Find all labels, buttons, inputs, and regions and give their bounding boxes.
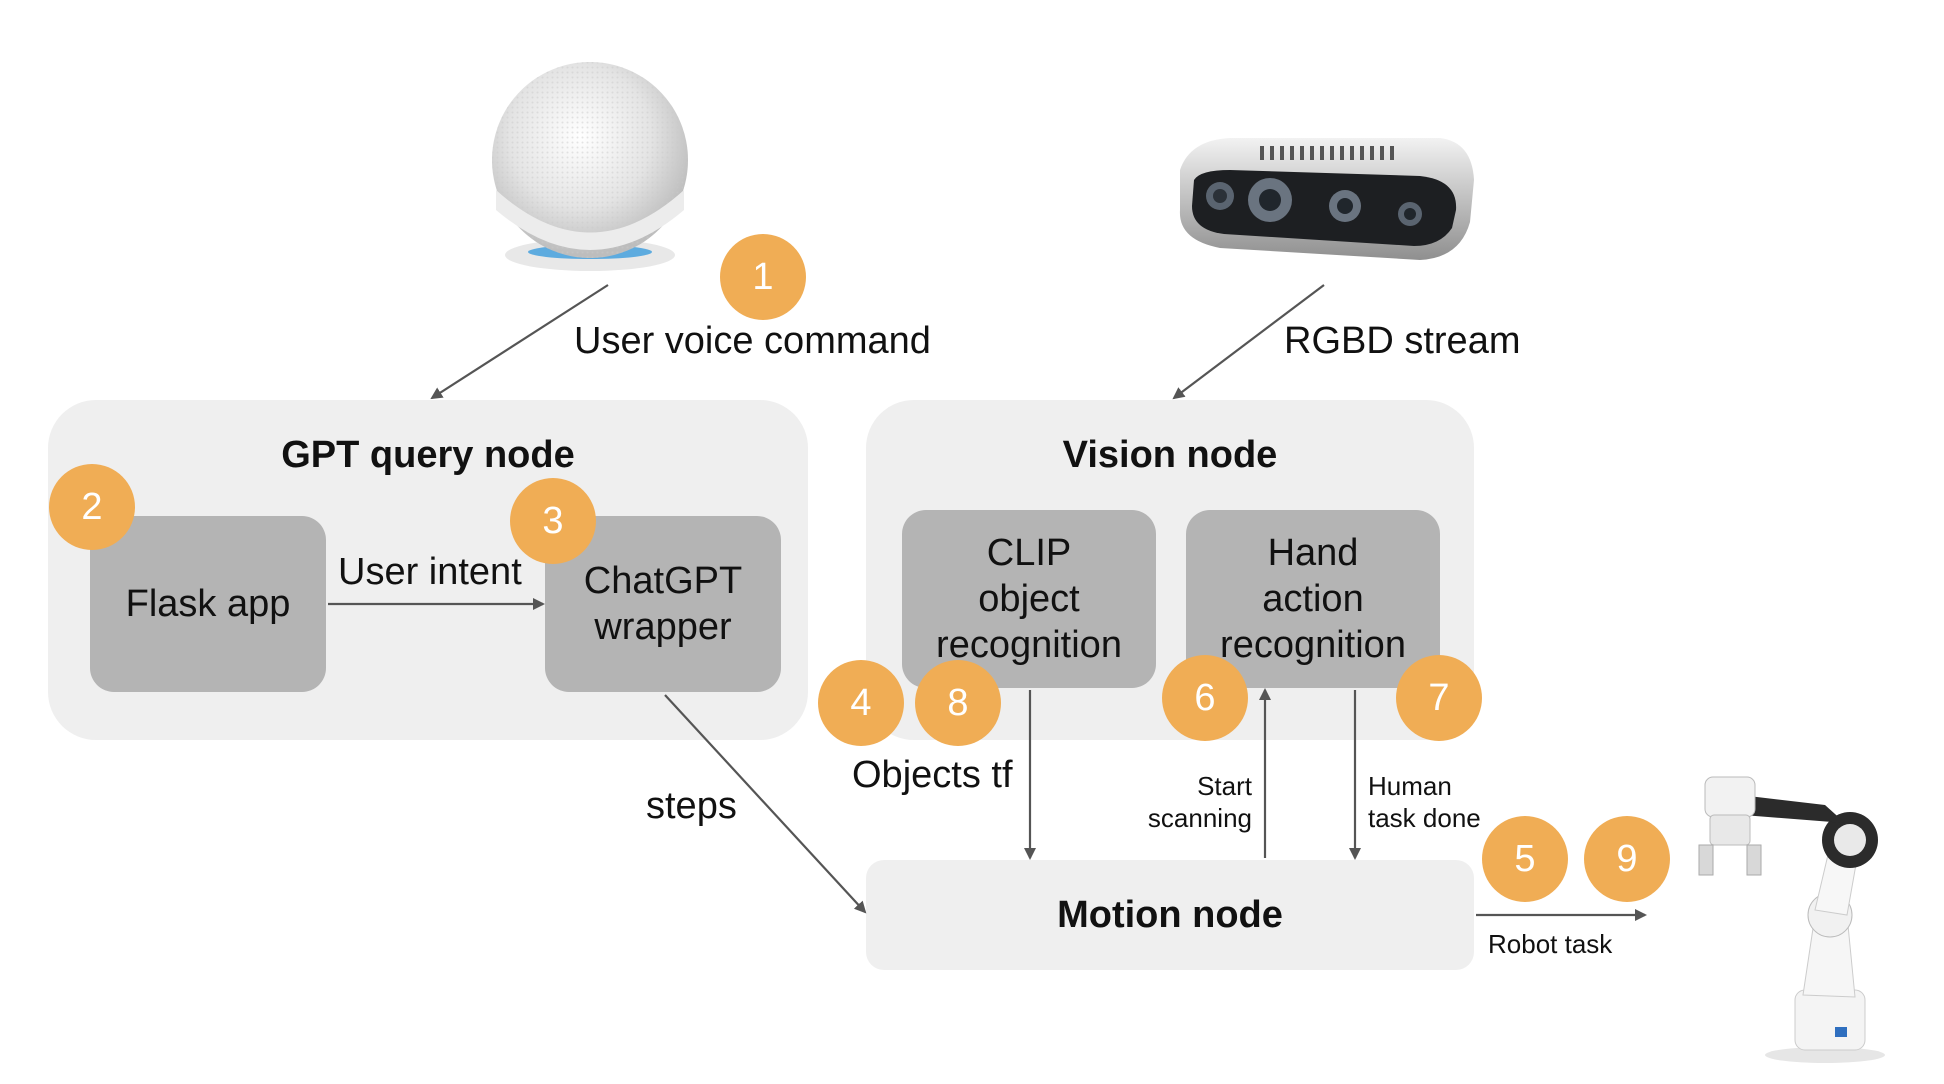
clip-label-line-2: object (978, 578, 1080, 620)
clip-object-recognition-box: CLIP object recognition (902, 510, 1156, 688)
clip-label-line-1: CLIP (986, 532, 1072, 574)
step-badge-7: 7 (1396, 655, 1482, 741)
chatgpt-label-line-1: ChatGPT (583, 560, 743, 602)
chatgpt-label-line-2: wrapper (594, 606, 732, 648)
start-scanning-label: Start scanning (1136, 770, 1252, 834)
objects-tf-label: Objects tf (852, 754, 1013, 796)
hand-label-line-3: recognition (1220, 624, 1406, 666)
smart-speaker-icon (492, 62, 688, 271)
start-scanning-line-2: scanning (1147, 803, 1252, 833)
step-badge-5: 5 (1482, 816, 1568, 902)
human-task-done-line-1: Human (1368, 771, 1452, 801)
step-badge-3: 3 (510, 478, 596, 564)
arrow-rgbd-to-vision (1172, 284, 1325, 400)
depth-camera-icon (1179, 138, 1474, 260)
robot-task-label: Robot task (1488, 929, 1613, 959)
hand-label-line-1: Hand (1267, 532, 1359, 574)
arrow-chatgpt-to-motion (664, 694, 867, 914)
robot-arm-icon (1698, 776, 1885, 1063)
human-task-done-line-2: task done (1368, 803, 1481, 833)
step-badge-8: 8 (915, 660, 1001, 746)
user-voice-command-label: User voice command (574, 320, 931, 362)
rgbd-stream-label: RGBD stream (1284, 320, 1521, 362)
motion-node-title: Motion node (1057, 893, 1283, 936)
gpt-query-node-title: GPT query node (281, 434, 575, 476)
start-scanning-line-1: Start (1197, 771, 1252, 801)
arrow-voice-to-gpt (430, 284, 609, 400)
hand-label-line-2: action (1262, 578, 1364, 620)
step-badge-4: 4 (818, 660, 904, 746)
step-badge-9: 9 (1584, 816, 1670, 902)
step-badge-1: 1 (720, 234, 806, 320)
step-badge-2: 2 (49, 464, 135, 550)
flask-app-label: Flask app (125, 583, 291, 625)
user-intent-label: User intent (338, 551, 522, 593)
hand-action-recognition-box: Hand action recognition (1186, 510, 1440, 688)
clip-label-line-3: recognition (936, 624, 1122, 666)
flask-app-box: Flask app (90, 516, 326, 692)
motion-node-box: Motion node (866, 860, 1474, 970)
steps-label: steps (646, 785, 737, 827)
human-task-done-label: Human task done (1368, 770, 1481, 834)
step-badge-6: 6 (1162, 655, 1248, 741)
vision-node-title: Vision node (1062, 434, 1278, 476)
